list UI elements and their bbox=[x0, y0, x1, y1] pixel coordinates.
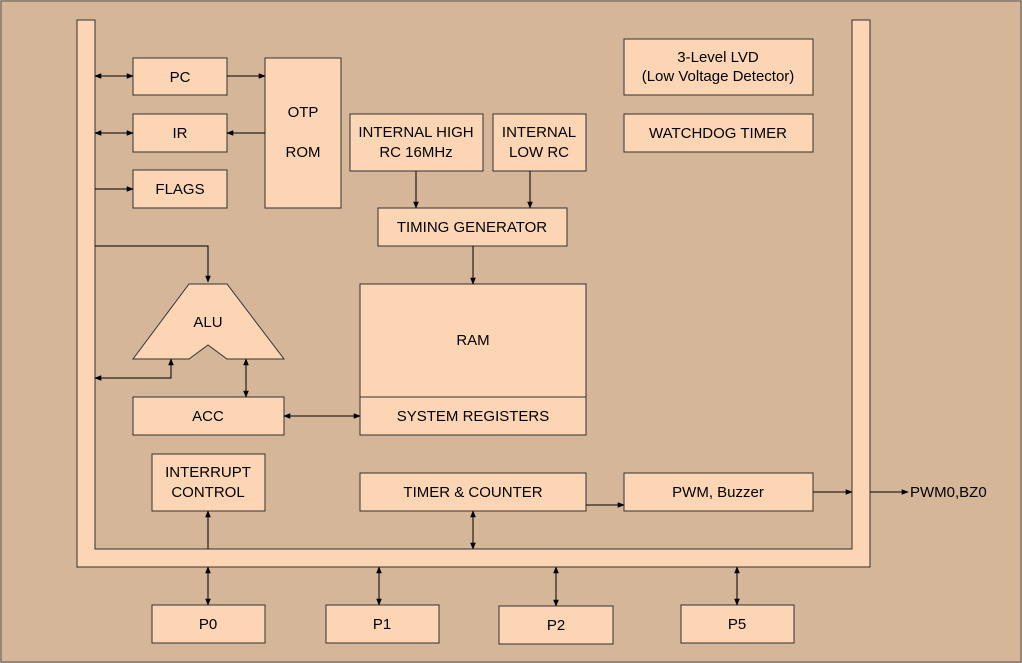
port-p5-block: P5 bbox=[680, 604, 795, 644]
flags-label: FLAGS bbox=[155, 181, 204, 198]
port-p2-label: P2 bbox=[547, 617, 565, 634]
interrupt-control-line-1: INTERRUPT bbox=[165, 464, 251, 481]
acc-label: ACC bbox=[192, 408, 224, 425]
flags-block: FLAGS bbox=[132, 169, 228, 209]
pc-label: PC bbox=[170, 69, 191, 86]
port-p5-label: P5 bbox=[728, 616, 746, 633]
port-p2-block: P2 bbox=[498, 605, 614, 645]
interrupt-control-block: INTERRUPT CONTROL bbox=[151, 453, 266, 512]
alu-label: ALU bbox=[193, 314, 222, 331]
otp-rom-line-2: ROM bbox=[286, 144, 321, 161]
ram-label: RAM bbox=[456, 332, 489, 349]
alu-bus-connector bbox=[94, 358, 174, 381]
otp-rom-line-1: OTP bbox=[288, 104, 319, 121]
ir-block: IR bbox=[132, 113, 228, 153]
bus-alu-connector bbox=[95, 245, 211, 283]
acc-block: ACC bbox=[132, 396, 285, 436]
timer-counter-label: TIMER & COUNTER bbox=[403, 484, 542, 501]
internal-high-rc-line-2: RC 16MHz bbox=[379, 144, 452, 161]
interrupt-control-line-2: CONTROL bbox=[171, 484, 244, 501]
port-p1-block: P1 bbox=[325, 604, 440, 644]
system-registers-block: SYSTEM REGISTERS bbox=[359, 396, 587, 436]
timing-generator-block: TIMING GENERATOR bbox=[377, 207, 568, 247]
port-p0-label: P0 bbox=[199, 616, 217, 633]
internal-low-rc-line-1: INTERNAL bbox=[502, 124, 576, 141]
lvd-line-2: (Low Voltage Detector) bbox=[642, 68, 795, 85]
port-p0-block: P0 bbox=[151, 604, 266, 644]
pwm-output-label: PWM0,BZ0 bbox=[910, 484, 987, 501]
lvd-block: 3-Level LVD (Low Voltage Detector) bbox=[623, 38, 814, 96]
ram-block: RAM bbox=[359, 283, 587, 398]
pc-block: PC bbox=[132, 57, 228, 96]
otp-rom-block: OTP ROM bbox=[264, 57, 342, 209]
timing-generator-label: TIMING GENERATOR bbox=[397, 219, 547, 236]
port-p1-label: P1 bbox=[373, 616, 391, 633]
timer-counter-block: TIMER & COUNTER bbox=[359, 472, 587, 512]
internal-high-rc-block: INTERNAL HIGH RC 16MHz bbox=[349, 113, 484, 172]
internal-low-rc-block: INTERNAL LOW RC bbox=[492, 113, 587, 172]
internal-low-rc-line-2: LOW RC bbox=[509, 144, 569, 161]
watchdog-timer-block: WATCHDOG TIMER bbox=[623, 113, 814, 153]
lvd-line-1: 3-Level LVD bbox=[677, 49, 759, 66]
pwm-buzzer-block: PWM, Buzzer bbox=[623, 472, 814, 512]
internal-high-rc-line-1: INTERNAL HIGH bbox=[358, 124, 473, 141]
pwm-buzzer-label: PWM, Buzzer bbox=[672, 484, 764, 501]
internal-bus bbox=[76, 19, 871, 568]
ir-label: IR bbox=[173, 125, 188, 142]
watchdog-timer-label: WATCHDOG TIMER bbox=[649, 125, 787, 142]
system-registers-label: SYSTEM REGISTERS bbox=[397, 408, 550, 425]
